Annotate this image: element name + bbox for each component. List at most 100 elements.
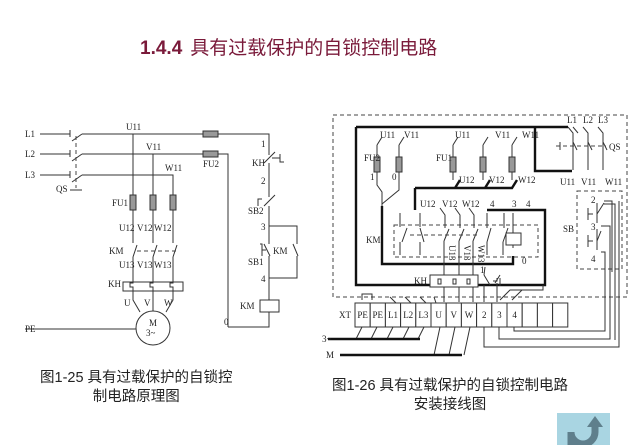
label-km-4b: 4	[526, 199, 531, 209]
label-l1: L1	[25, 129, 35, 139]
label-pe: PE	[25, 324, 36, 334]
wiring-labels: FU2 U11 V11 1 0 FU1 U11 V11 W11 U12 V12 …	[322, 115, 622, 360]
label-u13: U13	[119, 260, 135, 270]
label-qs-u11: U11	[560, 177, 575, 187]
label-motor: M	[149, 318, 157, 328]
label-v12: V12	[137, 223, 153, 233]
terminal-label: 4	[512, 310, 517, 320]
label-fu2: FU2	[203, 159, 219, 169]
label-sb: SB	[563, 224, 574, 234]
caption-line-1: 图1-26 具有过载保护的自锁控制电路	[332, 378, 569, 394]
label-fu2-0: 0	[392, 172, 397, 182]
schematic-diagram: L1 L2 L3 QS U11 V11 W11 FU1 FU2 U12 V12 …	[25, 122, 299, 346]
fuse-fu1-a	[449, 156, 457, 173]
label-km-w12: W12	[462, 199, 480, 209]
terminal-label: L1	[388, 310, 398, 320]
label-qs-l1: L1	[567, 115, 577, 125]
label-motor: M	[326, 350, 334, 360]
label-node-3: 3	[261, 222, 266, 232]
label-fu2: FU2	[364, 153, 380, 163]
label-u11: U11	[126, 122, 141, 132]
label-sb1: SB1	[248, 257, 264, 267]
u-turn-arrow-icon[interactable]	[557, 413, 610, 445]
terminal-label: 2	[482, 310, 487, 320]
fuse-fu1-w	[169, 194, 177, 211]
label-node-0: 0	[224, 317, 229, 327]
label-w13: W13	[154, 260, 172, 270]
main-circuit-wires	[25, 130, 270, 330]
figure-caption-1-26: 图1-26 具有过载保护的自锁控制电路 安装接线图	[332, 377, 568, 415]
label-fu1: FU1	[112, 198, 128, 208]
terminal-cell	[536, 302, 554, 328]
mechanical-links	[410, 145, 606, 236]
label-km: KM	[109, 246, 124, 256]
label-motor-phase: 3~	[146, 328, 156, 338]
label-v: V	[144, 298, 151, 308]
label-xt: XT	[339, 310, 351, 320]
terminal-label: U	[435, 310, 442, 320]
label-l3: L3	[25, 170, 35, 180]
label-fu2-v11: V11	[404, 130, 419, 140]
fuse-fu2-1	[202, 130, 219, 138]
figure-caption-1-25: 图1-25 具有过载保护的自锁控 制电路原理图	[40, 369, 233, 407]
label-qs-v11: V11	[581, 177, 596, 187]
label-u13: U13	[447, 245, 457, 261]
label-sb-2: 2	[591, 195, 596, 205]
label-u12: U12	[459, 175, 475, 185]
label-km-v12: V12	[442, 199, 458, 209]
label-v11: V11	[495, 130, 510, 140]
control-circuit	[257, 150, 299, 313]
fuse-fu1-c	[508, 156, 516, 173]
label-kh-1: 1	[480, 265, 485, 275]
label-node-2: 2	[261, 176, 266, 186]
label-kh: KH	[108, 279, 121, 289]
label-km-contact: KM	[273, 246, 288, 256]
caption-line-2: 安装接线图	[413, 397, 487, 413]
fuse-fu2-b	[395, 156, 403, 173]
caption-line-1: 图1-25 具有过载保护的自锁控	[40, 370, 233, 386]
label-u: U	[124, 298, 131, 308]
control-panel-boundary	[332, 114, 628, 298]
terminal-cell	[552, 302, 569, 328]
label-supply: 3~	[322, 334, 332, 344]
section-title: 具有过载保护的自锁控制电路	[190, 38, 438, 59]
label-sb2: SB2	[248, 206, 264, 216]
label-km-u12: U12	[420, 199, 436, 209]
label-w11: W11	[522, 130, 539, 140]
label-u11: U11	[455, 130, 470, 140]
km-contactor-boundary	[393, 224, 539, 258]
label-km-3: 3	[512, 199, 517, 209]
label-node-1: 1	[261, 139, 266, 149]
caption-line-2: 制电路原理图	[92, 389, 180, 405]
label-w12: W12	[518, 175, 536, 185]
label-fu2-1: 1	[370, 172, 375, 182]
terminal-label: W	[465, 310, 474, 320]
label-sb-3: 3	[591, 222, 596, 232]
label-qs-l2: L2	[583, 115, 593, 125]
terminal-label: 3	[497, 310, 502, 320]
label-kh: KH	[414, 276, 427, 286]
label-w13: W13	[476, 245, 486, 263]
label-km: KM	[366, 235, 381, 245]
mechanical-link	[75, 136, 176, 252]
label-v11: V11	[146, 142, 161, 152]
label-u12: U12	[119, 223, 135, 233]
fuse-fu2-a	[373, 156, 381, 173]
schematic-labels: L1 L2 L3 QS U11 V11 W11 FU1 FU2 U12 V12 …	[25, 122, 288, 338]
label-v13: V13	[462, 245, 472, 261]
label-km-0: 0	[522, 256, 527, 266]
label-v13: V13	[137, 260, 153, 270]
label-sb-4: 4	[591, 254, 596, 264]
label-w: W	[164, 298, 173, 308]
terminal-label: L2	[403, 310, 413, 320]
label-w12: W12	[154, 223, 172, 233]
fuse-fu2-2	[202, 150, 219, 158]
motor-symbol	[135, 310, 171, 346]
fuse-fu1-u	[129, 194, 137, 211]
label-v12: V12	[489, 175, 505, 185]
label-fu1: FU1	[436, 153, 452, 163]
label-w11: W11	[165, 163, 182, 173]
